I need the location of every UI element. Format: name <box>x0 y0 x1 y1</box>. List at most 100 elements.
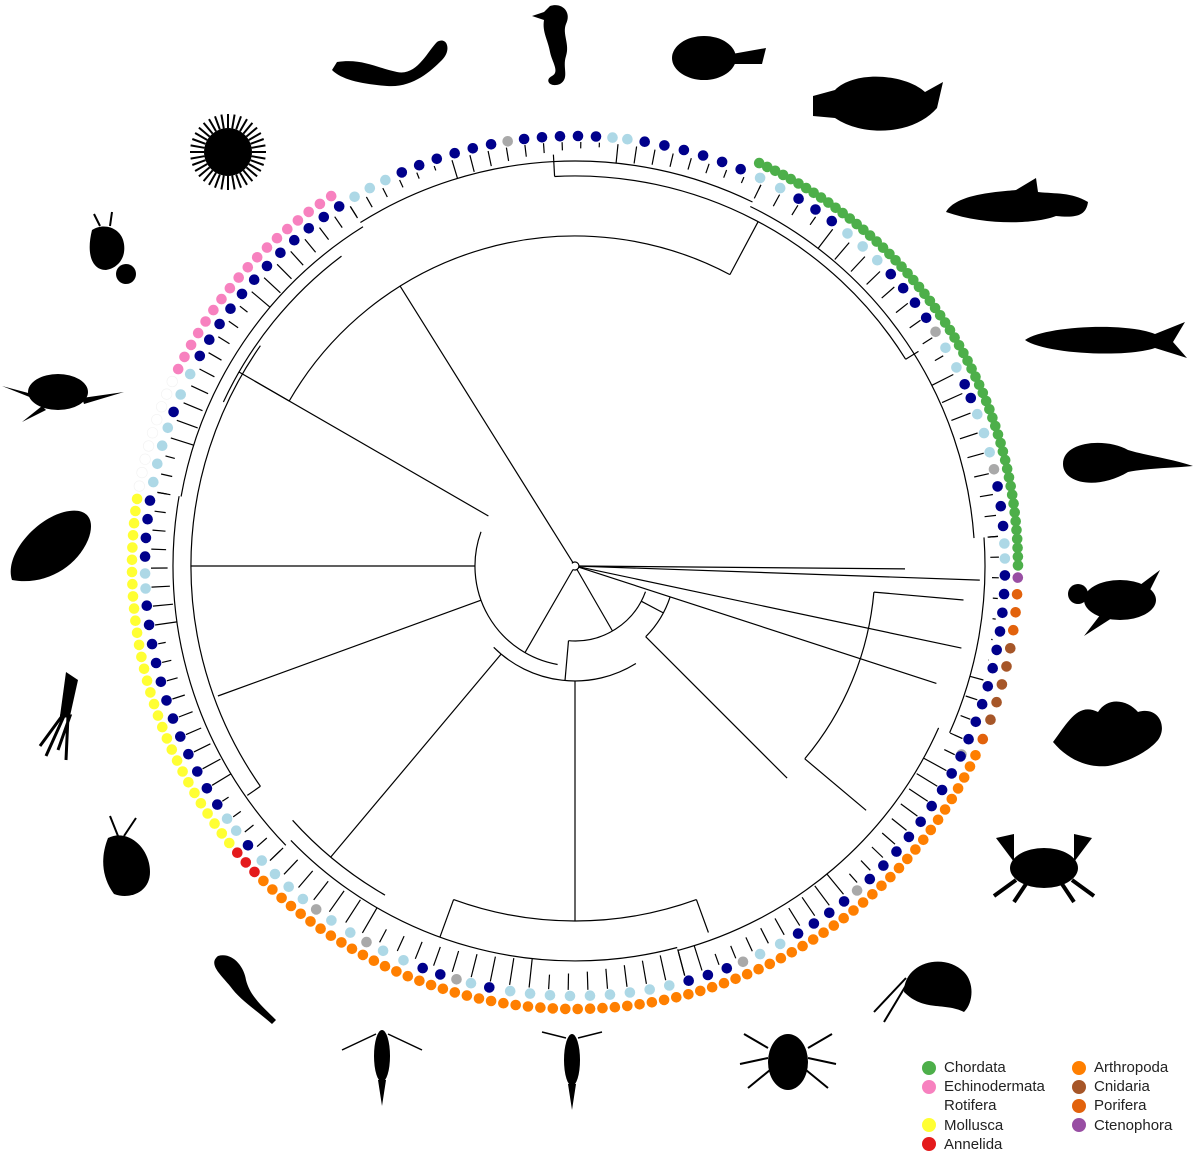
tree-arc <box>180 226 364 497</box>
tree-branch <box>772 194 781 207</box>
taxon-dot <box>136 651 147 663</box>
tree-arc <box>645 596 671 638</box>
trait-dot <box>364 182 376 194</box>
trait-dot <box>995 500 1007 512</box>
taxon-rings <box>126 130 1024 1015</box>
tree-arc <box>222 255 342 403</box>
tree-branch <box>157 491 171 496</box>
trait-dot <box>998 588 1010 600</box>
trait-dot <box>885 268 897 280</box>
tree-branch <box>705 163 710 174</box>
taxon-dot <box>597 1002 608 1014</box>
tree-branch <box>922 337 933 345</box>
taxon-dot <box>131 627 143 639</box>
copepod-icon <box>541 1031 603 1110</box>
taxon-dot <box>885 871 896 883</box>
sea-turtle-icon <box>1068 570 1160 636</box>
tree-branch <box>753 184 762 199</box>
taxon-dot <box>958 772 970 783</box>
tree-arc <box>360 160 753 224</box>
trait-dot <box>683 975 694 986</box>
trait-dot <box>451 974 462 985</box>
taxon-dot <box>1005 643 1016 654</box>
taxon-dot <box>646 997 658 1008</box>
tree-arc <box>493 646 637 682</box>
legend-label: Ctenophora <box>1094 1116 1173 1134</box>
taxon-dot <box>402 970 414 982</box>
trait-dot <box>857 241 868 252</box>
taxon-dot <box>964 761 976 772</box>
taxon-dot <box>658 994 670 1006</box>
trait-dot <box>465 977 477 989</box>
trait-dot <box>891 846 902 857</box>
trait-dot <box>878 860 889 871</box>
taxon-dot <box>996 679 1008 690</box>
taxon-dot <box>769 165 781 177</box>
taxon-dot <box>139 453 151 465</box>
tree-branch <box>931 373 954 386</box>
tree-branch <box>161 659 172 663</box>
trait-dot <box>997 520 1009 532</box>
trait-dot <box>572 130 584 142</box>
tree-branch <box>576 569 614 632</box>
trait-dot <box>808 918 820 929</box>
trait-dot <box>838 896 850 907</box>
trait-dot <box>936 784 948 796</box>
taxon-dot <box>695 985 706 997</box>
taxon-dot <box>179 351 190 363</box>
trait-dot <box>303 223 315 234</box>
legend-item: Rotifera <box>922 1096 1072 1115</box>
legend-swatch <box>922 1137 936 1152</box>
tree-branch <box>328 890 345 913</box>
trait-dot <box>999 570 1011 581</box>
taxon-dot <box>902 853 913 865</box>
taxon-dot <box>126 566 138 578</box>
taxon-dot <box>258 875 269 887</box>
taxon-dot <box>314 198 326 210</box>
tree-branch <box>217 336 230 345</box>
tree-branch <box>349 206 357 217</box>
trait-dot <box>754 172 766 184</box>
taxon-dot <box>1010 515 1021 527</box>
taxon-dot <box>785 173 797 185</box>
taxon-dot <box>1011 533 1023 545</box>
tree-branch <box>433 946 441 966</box>
trait-dot <box>754 948 766 960</box>
taxon-dot <box>166 375 178 388</box>
trait-dot <box>963 733 974 745</box>
tree-branch <box>283 859 299 875</box>
trait-dot <box>192 766 203 777</box>
taxon-dot <box>977 387 989 399</box>
trait-dot <box>982 681 994 692</box>
trait-dot <box>146 638 158 650</box>
tree-branch <box>345 899 361 923</box>
brine-shrimp-icon <box>214 955 276 1024</box>
trait-dot <box>417 962 429 974</box>
legend-item: Annelida <box>922 1135 1072 1154</box>
tree-branch <box>987 535 999 538</box>
tree-branch <box>659 955 667 981</box>
trait-dot <box>659 140 670 151</box>
tree-branch <box>552 154 556 177</box>
tree-branch <box>246 785 261 796</box>
taxon-dot <box>177 766 188 777</box>
tree-branch <box>509 958 515 985</box>
trait-dot <box>143 619 155 631</box>
trait-dot <box>449 147 461 159</box>
trait-dot <box>984 447 995 458</box>
tree-branch <box>578 566 937 684</box>
taxon-dot <box>166 744 178 755</box>
legend-swatch <box>922 1079 936 1094</box>
taxon-dot <box>449 987 461 998</box>
taxon-dot <box>1011 524 1022 536</box>
trait-dot <box>431 153 443 165</box>
taxon-dot <box>202 808 213 819</box>
tree-branch <box>860 860 871 871</box>
trait-dot <box>909 297 921 309</box>
tree-branch <box>908 788 929 802</box>
tree-branch <box>172 694 185 700</box>
taxon-dot <box>185 339 197 351</box>
tree-branch <box>399 179 404 188</box>
taxon-dot <box>985 714 996 725</box>
tree-branch <box>916 773 938 787</box>
